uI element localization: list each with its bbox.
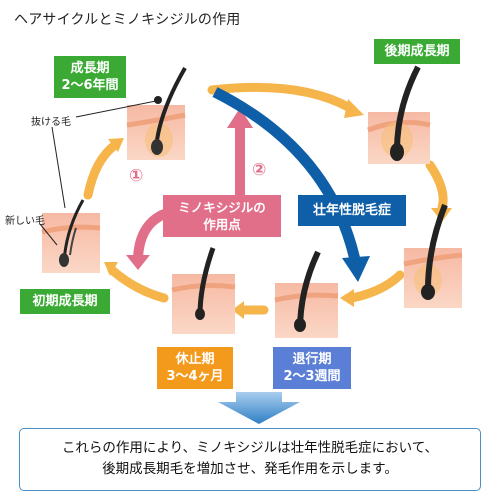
- follicle-telogen: [171, 247, 236, 334]
- stage-telogen-duration: 3〜4ヶ月: [166, 369, 224, 384]
- minoxidil-action-box: ミノキシジルの 作用点: [163, 195, 281, 237]
- page-title: ヘアサイクルとミノキシジルの作用: [14, 12, 241, 28]
- summary-down-arrow: [218, 392, 300, 424]
- arrow-anagen-to-late: [207, 82, 355, 113]
- stage-label-late-anagen: 後期成長期: [374, 39, 460, 64]
- minoxidil-line2: 作用点: [203, 217, 241, 232]
- stage-telogen-name: 休止期: [175, 352, 215, 367]
- stage-anagen-duration: 2〜6年間: [61, 78, 119, 93]
- stage-late-anagen-name: 後期成長期: [384, 44, 450, 59]
- summary-line1: これらの作用により、ミノキシジルは壮年性脱毛症において、: [61, 440, 439, 456]
- arrow-late-to-catagen: [347, 270, 405, 303]
- arrow-late-down: [425, 160, 448, 213]
- shedding-pointer-line-2: [51, 126, 66, 209]
- aga-box: 壮年性脱毛症: [298, 195, 406, 226]
- cycle-arrows: [83, 82, 448, 315]
- marker-2: ②: [252, 160, 267, 180]
- new-hair-label: 新しい毛: [5, 216, 45, 227]
- follicle-catagen-early: [403, 203, 463, 308]
- summary-line2: 後期成長期毛を増加させ、発毛作用を示します。: [102, 461, 398, 477]
- shedding-hair-label: 抜ける毛: [31, 117, 71, 128]
- stage-initial-anagen-name: 初期成長期: [32, 294, 98, 309]
- aga-arrow: [212, 87, 370, 282]
- follicle-initial-anagen: [41, 199, 101, 273]
- arrow-initial-to-anagen: [83, 140, 120, 200]
- follicle-late-anagen: [367, 65, 431, 164]
- stage-anagen-name: 成長期: [70, 61, 110, 76]
- shedding-pointer-line: [75, 100, 157, 118]
- summary-box: これらの作用により、ミノキシジルは壮年性脱毛症において、 後期成長期毛を増加させ…: [19, 428, 481, 491]
- follicle-anagen: [126, 67, 187, 160]
- follicle-catagen: [274, 250, 339, 338]
- minoxidil-line1: ミノキシジルの: [178, 200, 266, 215]
- cycle-arrowheads: [104, 99, 452, 319]
- marker-1: ①: [129, 166, 144, 186]
- stage-label-catagen: 退行期 2〜3週間: [273, 347, 351, 389]
- stage-catagen-duration: 2〜3週間: [283, 369, 341, 384]
- stage-label-initial-anagen: 初期成長期: [20, 289, 110, 314]
- new-hair-pointer-line: [39, 223, 58, 246]
- stage-label-anagen: 成長期 2〜6年間: [54, 56, 126, 98]
- stage-label-telogen: 休止期 3〜4ヶ月: [157, 347, 233, 389]
- shedding-hair-marker: [154, 96, 162, 104]
- arrow-telogen-to-initial: [107, 265, 169, 303]
- aga-label: 壮年性脱毛症: [312, 203, 391, 218]
- stage-catagen-name: 退行期: [292, 352, 332, 367]
